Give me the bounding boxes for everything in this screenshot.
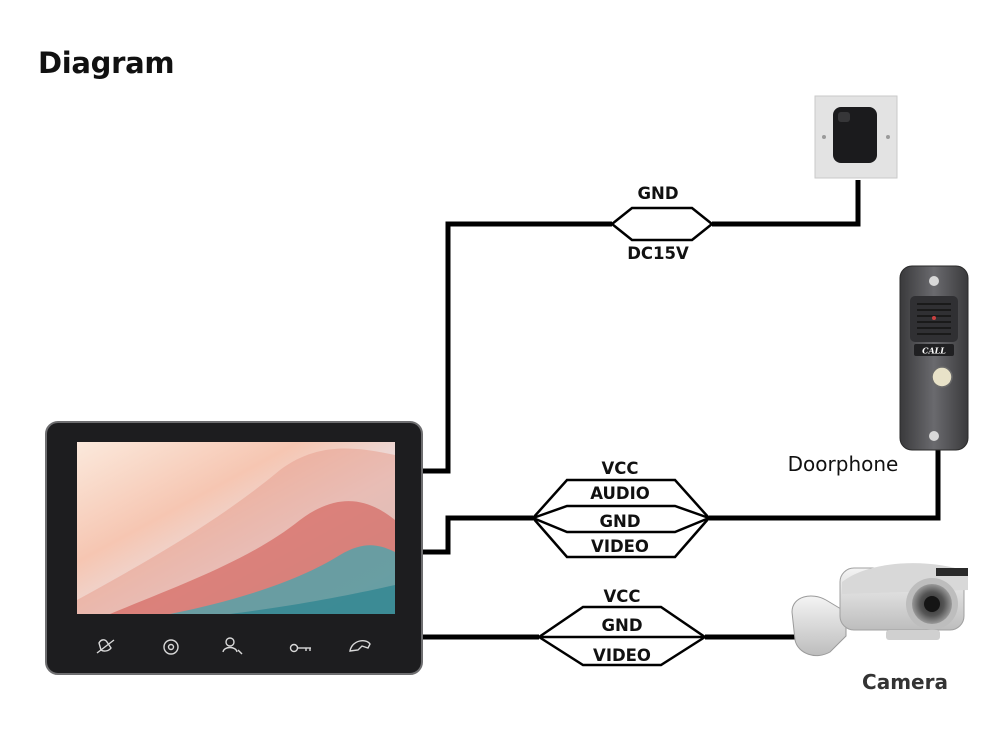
doorphone-label: Doorphone bbox=[788, 452, 899, 476]
settings-gear-icon[interactable] bbox=[163, 639, 179, 655]
camera-label: Camera bbox=[862, 670, 948, 694]
speaker-grille bbox=[917, 303, 951, 335]
wire-label-vcc-camera: VCC bbox=[604, 587, 641, 606]
page-title: Diagram bbox=[38, 46, 175, 80]
indoor-monitor bbox=[45, 421, 423, 675]
wire-label-vcc-doorphone: VCC bbox=[602, 459, 639, 478]
bullet-camera bbox=[791, 563, 968, 656]
wire-label-video-camera: VIDEO bbox=[593, 646, 651, 665]
wire-label-dc15v: DC15V bbox=[627, 244, 689, 263]
phone-icon[interactable] bbox=[349, 639, 371, 652]
doorphone-wire bbox=[421, 450, 941, 555]
wire-label-gnd-power: GND bbox=[637, 184, 678, 203]
unlock-key-icon[interactable] bbox=[289, 643, 312, 653]
camera-connector bbox=[538, 605, 706, 667]
wire-label-audio: AUDIO bbox=[590, 484, 650, 503]
wire-label-gnd-doorphone: GND bbox=[599, 512, 640, 531]
contacts-icon[interactable] bbox=[222, 637, 243, 655]
screen-wallpaper bbox=[77, 448, 395, 614]
power-connector bbox=[611, 206, 713, 242]
power-wire bbox=[421, 180, 861, 474]
call-button[interactable] bbox=[931, 366, 953, 388]
call-button-label: CALL bbox=[922, 346, 946, 356]
doorphone-panel: CALL bbox=[899, 265, 969, 451]
mute-icon[interactable] bbox=[96, 639, 115, 654]
power-adapter bbox=[814, 95, 898, 179]
doorphone-connector bbox=[532, 478, 710, 559]
wire-label-gnd-camera: GND bbox=[601, 616, 642, 635]
wire-label-video-doorphone: VIDEO bbox=[591, 537, 649, 556]
